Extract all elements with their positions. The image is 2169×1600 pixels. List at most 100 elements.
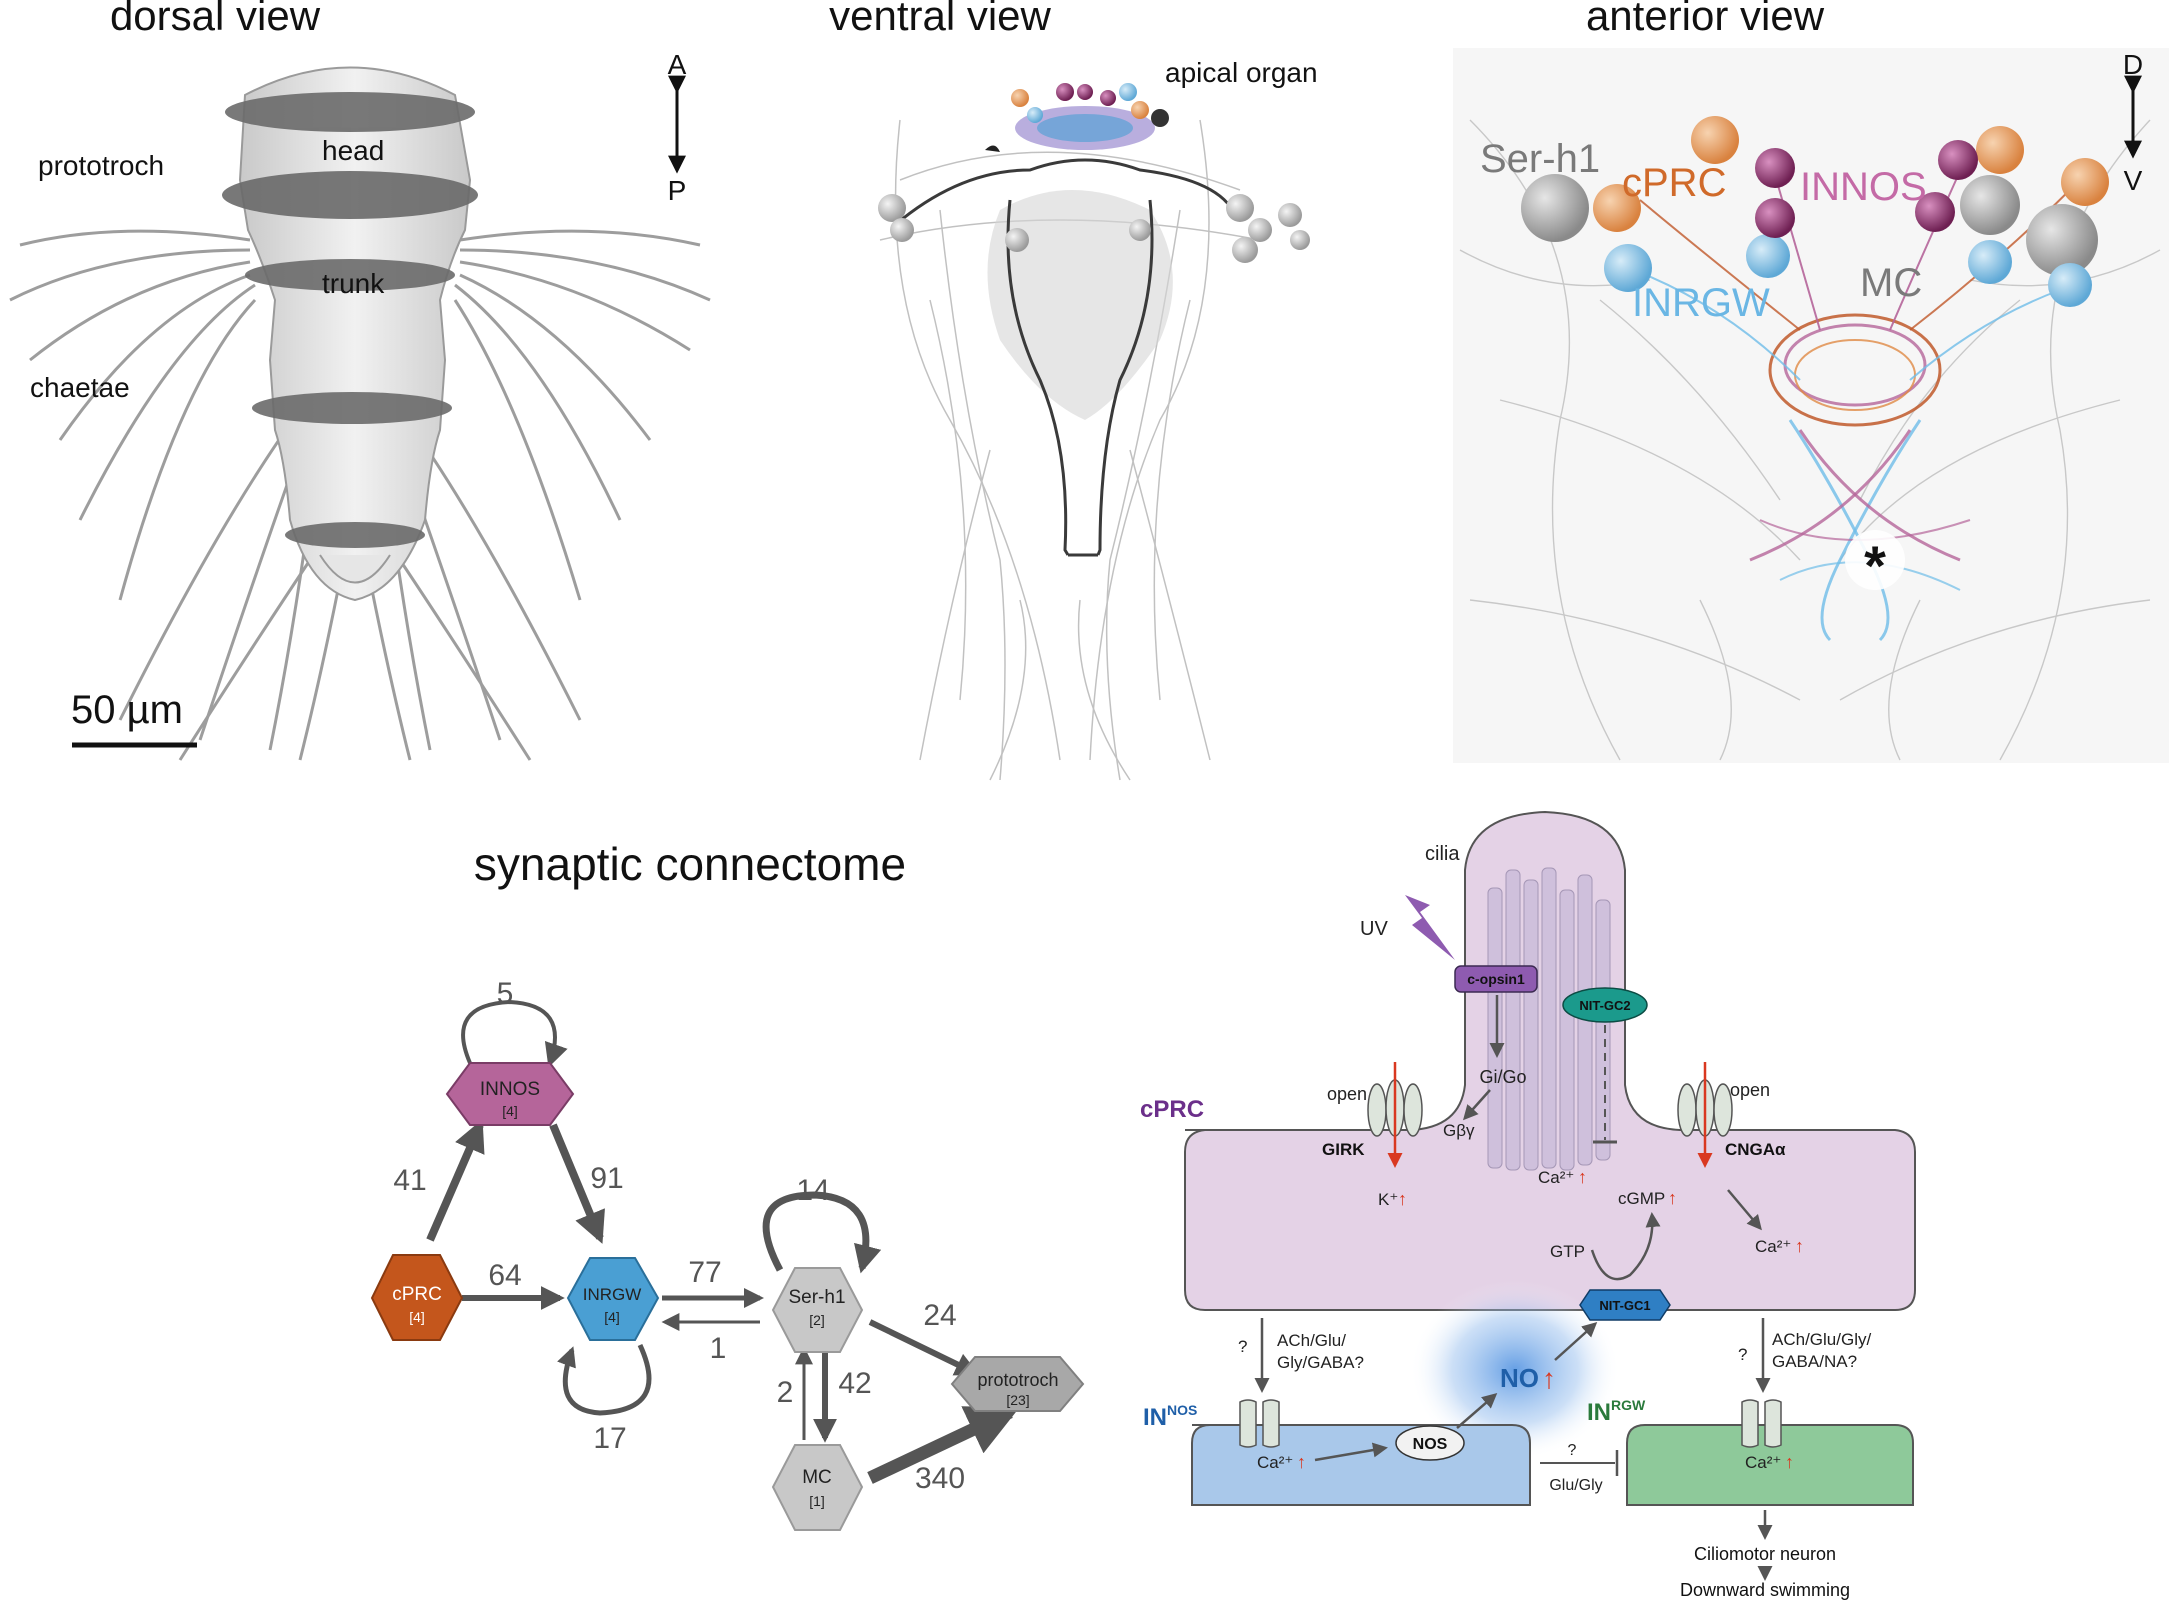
node-mc: MC [1] xyxy=(771,1444,864,1531)
in-rgw-receptor-icon xyxy=(1741,1399,1782,1448)
nit-gc1-box xyxy=(1579,1289,1671,1321)
up-ca-cilia: ↑ xyxy=(1578,1167,1587,1187)
label-innos-anterior: INNOS xyxy=(1800,165,1927,209)
node-prototroch-count: [23] xyxy=(1006,1392,1029,1408)
pygidium xyxy=(319,554,391,584)
label-ca-rgw: Ca²⁺ xyxy=(1745,1453,1781,1472)
dv-axis: D V xyxy=(2123,49,2143,196)
label-q-mid: ? xyxy=(1568,1442,1577,1459)
up-ca-nos: ↑ xyxy=(1297,1452,1306,1472)
edge-inrgw-self xyxy=(557,1343,652,1416)
node-serh1-label: Ser-h1 xyxy=(788,1287,845,1308)
edge-cprc-innos xyxy=(426,1119,485,1242)
axis-anterior: A xyxy=(668,49,687,80)
up-ca-right: ↑ xyxy=(1795,1236,1804,1256)
node-innos-count: [4] xyxy=(502,1103,518,1119)
label-cprc-pathway: cPRC xyxy=(1140,1096,1204,1123)
node-inrgw: INRGW [4] xyxy=(566,1257,660,1341)
no-diffusion-glow xyxy=(1410,1280,1620,1460)
weight-innos-self: 5 xyxy=(497,977,514,1010)
node-inrgw-label: INRGW xyxy=(583,1285,642,1304)
label-gi-go: Gi/Go xyxy=(1479,1067,1526,1087)
edge-innos-inrgw xyxy=(549,1123,605,1244)
label-open-right: open xyxy=(1730,1080,1770,1100)
label-nt-right-1: ACh/Glu/Gly/ xyxy=(1772,1330,1871,1349)
label-nt-right-2: GABA/NA? xyxy=(1772,1352,1857,1371)
label-nt-left-2: Gly/GABA? xyxy=(1277,1353,1364,1372)
connectome-panel: synaptic connectome 5 41 91 64 77 1 17 1… xyxy=(370,838,1085,1531)
in-rgw-sup: RGW xyxy=(1611,1397,1646,1413)
asterisk-marker xyxy=(1845,530,1905,590)
anterior-panel: anterior view xyxy=(1453,0,2169,763)
label-q-left: ? xyxy=(1238,1337,1247,1356)
up-cgmp: ↑ xyxy=(1668,1188,1677,1208)
axis-posterior: P xyxy=(668,175,687,206)
label-ciliomotor: Ciliomotor neuron xyxy=(1694,1544,1836,1564)
node-prototroch-label: prototroch xyxy=(977,1370,1058,1390)
node-innos: INNOS [4] xyxy=(445,1062,575,1126)
label-open-left: open xyxy=(1327,1084,1367,1104)
uv-lightning-icon xyxy=(1405,895,1455,960)
arrow-ca-nos xyxy=(1314,1442,1388,1462)
weight-serh1-mc: 42 xyxy=(838,1367,871,1400)
node-cprc: cPRC [4] xyxy=(370,1254,464,1341)
ventral-main-nerve xyxy=(894,158,1237,557)
arrow-no-gc1 xyxy=(1554,1321,1598,1361)
up-no: ↑ xyxy=(1542,1363,1556,1394)
ap-axis: A P xyxy=(668,49,687,206)
label-in-nos: INNOS xyxy=(1143,1402,1197,1431)
nit-gc2-ellipse xyxy=(1562,987,1648,1023)
edge-serh1-self xyxy=(762,1191,882,1274)
connectome-title: synaptic connectome xyxy=(474,838,906,890)
arrow-cnga-ca xyxy=(1727,1189,1762,1231)
anterior-neuropil xyxy=(1619,159,2081,642)
label-k: K⁺ xyxy=(1378,1190,1398,1209)
label-c-opsin1: c-opsin1 xyxy=(1467,971,1525,987)
label-mc-anterior: MC xyxy=(1860,261,1922,305)
node-prototroch: prototroch [23] xyxy=(950,1356,1085,1412)
label-gtp: GTP xyxy=(1550,1242,1585,1261)
in-rgw-cell xyxy=(1626,1424,1914,1506)
dorsal-panel: dorsal view prototroch head trunk chaeta… xyxy=(9,0,711,761)
ciliary-bands xyxy=(222,92,478,548)
label-prototroch: prototroch xyxy=(38,150,164,181)
connectome-edge-labels: 5 41 91 64 77 1 17 14 24 2 42 340 xyxy=(393,977,965,1495)
label-uv: UV xyxy=(1360,918,1388,940)
label-ca-right: Ca²⁺ xyxy=(1755,1237,1791,1256)
weight-serh1-self: 14 xyxy=(796,1174,829,1207)
label-q-right: ? xyxy=(1738,1345,1747,1364)
node-innos-label: INNOS xyxy=(480,1079,540,1100)
c-opsin1-box xyxy=(1454,965,1538,993)
ventral-panel: ventral view xyxy=(829,0,1318,781)
ventral-title: ventral view xyxy=(829,0,1051,39)
label-chaetae: chaetae xyxy=(30,372,130,403)
label-girk: GIRK xyxy=(1322,1140,1365,1159)
label-nit-gc2: NIT-GC2 xyxy=(1579,998,1630,1013)
in-rgw-main: IN xyxy=(1587,1399,1611,1426)
node-mc-count: [1] xyxy=(809,1493,825,1509)
label-cilia: cilia xyxy=(1425,843,1460,865)
label-serh1: Ser-h1 xyxy=(1480,137,1600,181)
label-glu-gly: Glu/Gly xyxy=(1549,1477,1602,1494)
weight-inrgw-serh1: 77 xyxy=(688,1256,721,1289)
up-k: ↑ xyxy=(1398,1189,1407,1209)
label-cgmp: cGMP xyxy=(1618,1189,1665,1208)
node-mc-label: MC xyxy=(802,1467,832,1488)
label-asterisk: * xyxy=(1864,534,1886,597)
label-in-rgw: INRGW xyxy=(1587,1397,1646,1426)
pathway-panel: cilia UV c-opsin1 NIT-GC2 Gi/Go Gβγ Ca²⁺… xyxy=(1140,810,1916,1600)
label-gbg: Gβγ xyxy=(1443,1121,1475,1140)
node-inrgw-count: [4] xyxy=(604,1309,620,1325)
weight-serh1-inrgw: 1 xyxy=(710,1332,727,1365)
connectome-edges xyxy=(426,999,1020,1484)
in-nos-main: IN xyxy=(1143,1404,1167,1431)
label-no: NO xyxy=(1500,1363,1539,1393)
anterior-title: anterior view xyxy=(1586,0,1825,39)
chaetae-drawing xyxy=(9,229,711,761)
label-nt-left-1: ACh/Glu/ xyxy=(1277,1331,1346,1350)
label-trunk: trunk xyxy=(322,268,385,299)
cilia-rods xyxy=(1487,867,1611,1171)
dorsal-title: dorsal view xyxy=(110,0,321,39)
node-serh1: Ser-h1 [2] xyxy=(771,1267,864,1353)
weight-cprc-innos: 41 xyxy=(393,1164,426,1197)
